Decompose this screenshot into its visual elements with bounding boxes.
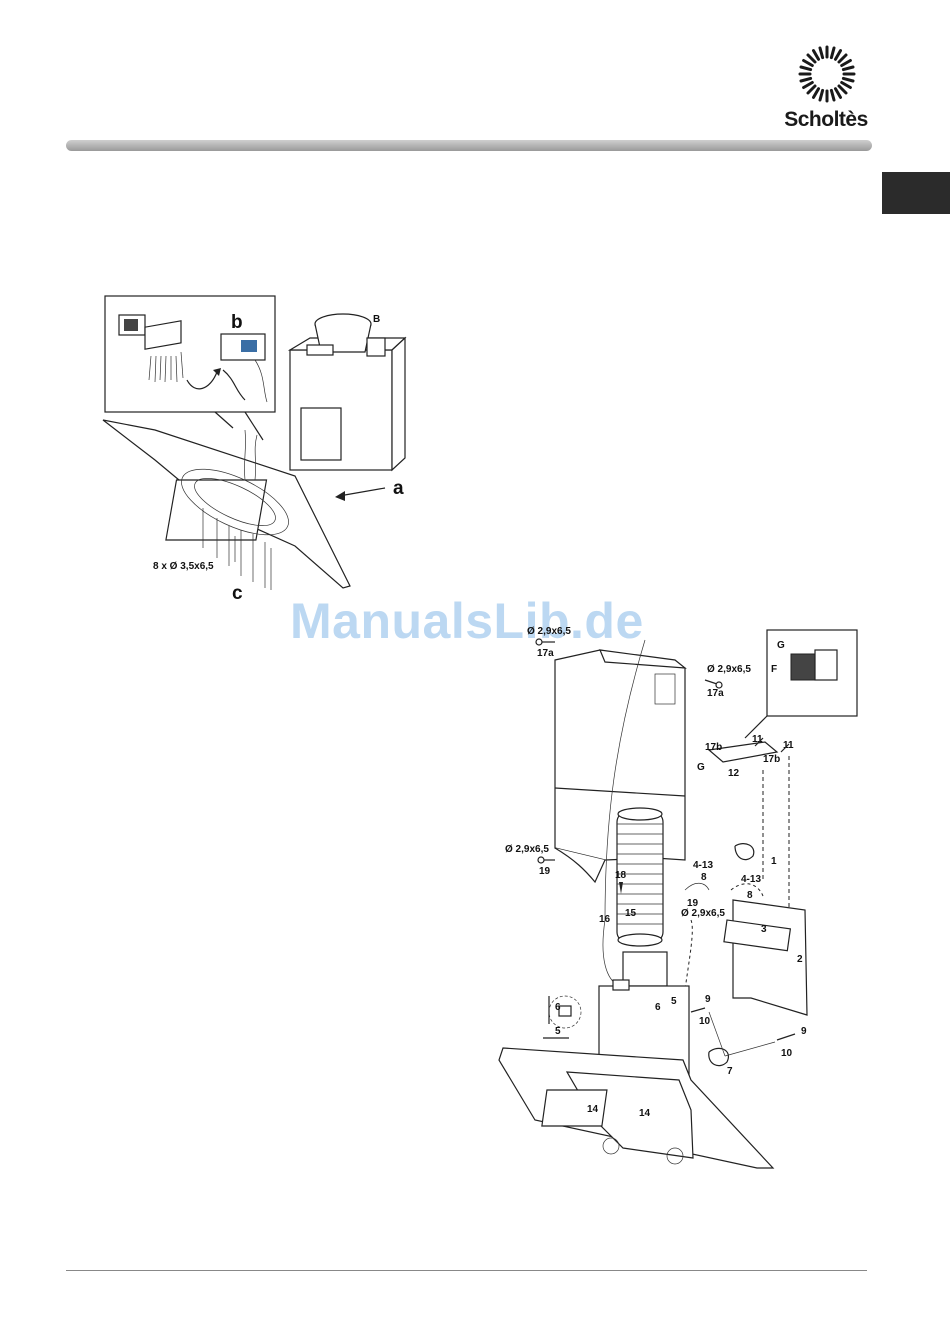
part-8-b: 8 [747,890,753,901]
part-15: 15 [625,908,637,919]
screw-spec: 8 x Ø 3,5x6,5 [153,561,214,572]
dim-left: Ø 2,9x6,5 [505,844,549,855]
part-9-b: 9 [801,1026,807,1037]
part-1: 1 [771,856,777,867]
part-17b-a: 17b [705,742,722,753]
figure-wiring-assembly: b B a 8 x Ø 3,5x6,5 c [95,290,425,610]
part-11-b: 11 [783,740,794,751]
dim-top-right: Ø 2,9x6,5 [707,664,751,675]
part-18: 18 [615,870,627,881]
figure-installation: Ø 2,9x6,5 17a Ø 2,9x6,5 17a G F 17b 17b … [495,620,865,1175]
dim-top-left: Ø 2,9x6,5 [527,626,571,637]
inset-label-G: G [777,640,785,651]
label-b: b [231,312,243,333]
part-9-a: 9 [705,994,711,1005]
part-3: 3 [761,924,767,935]
header-rule [66,140,872,151]
wall-plate [733,900,807,1015]
label-c: c [232,583,243,604]
part-14-b: 14 [639,1108,651,1119]
part-8-a: 8 [701,872,707,883]
dim-mid: Ø 2,9x6,5 [681,908,725,919]
part-12: 12 [728,768,740,779]
part-17a-left: 17a [537,648,554,659]
part-4-13-a: 4-13 [693,860,713,871]
part-10-b: 10 [781,1048,793,1059]
part-10-a: 10 [699,1016,711,1027]
part-6-a: 6 [655,1002,661,1013]
sun-logo-icon [776,40,876,110]
brand-logo: Scholtès [776,40,876,135]
part-5-a: 5 [671,996,677,1007]
part-17b-b: 17b [763,754,780,765]
part-14-a: 14 [587,1104,599,1115]
footer-rule [66,1270,867,1271]
part-2: 2 [797,954,803,965]
part-19-left: 19 [539,866,551,877]
section-tab [882,172,950,214]
part-7: 7 [727,1066,733,1077]
part-6-b: 6 [555,1002,561,1013]
bracket-label-G: G [697,762,705,773]
label-a: a [393,478,404,499]
part-4-13-b: 4-13 [741,874,761,885]
part-5-b: 5 [555,1026,561,1037]
brand-name: Scholtès [776,108,876,132]
inset-label-F: F [771,664,777,675]
label-B: B [373,314,380,325]
part-17a-right: 17a [707,688,724,699]
